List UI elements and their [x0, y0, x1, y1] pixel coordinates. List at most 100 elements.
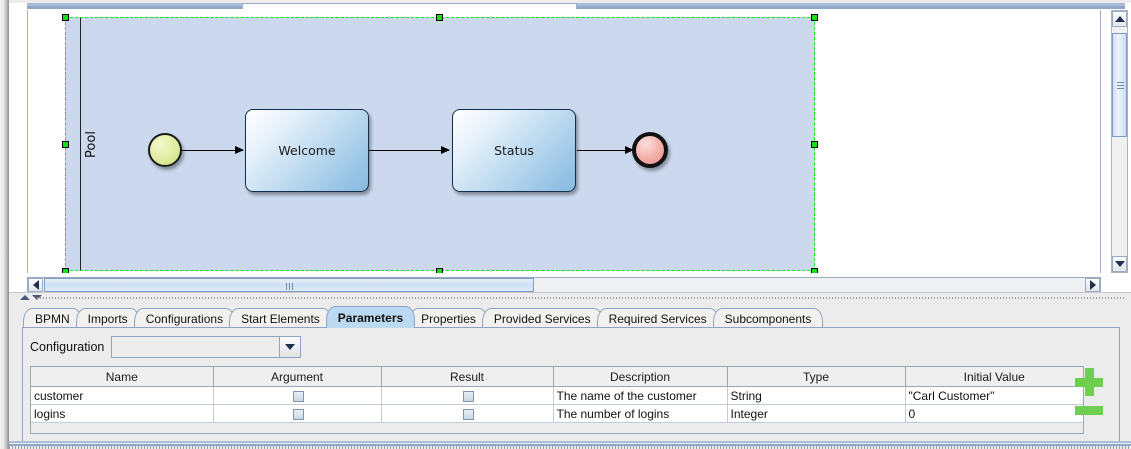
tab-parameters[interactable]: Parameters — [325, 306, 416, 328]
scroll-up-button[interactable] — [1112, 11, 1127, 27]
tab-bpmn[interactable]: BPMN — [23, 308, 82, 328]
properties-tabstrip[interactable]: BPMN Imports Configurations Start Elemen… — [23, 306, 824, 328]
selection-handle-top-right[interactable] — [811, 14, 818, 21]
task-welcome-label: Welcome — [278, 143, 336, 158]
tab-required-services[interactable]: Required Services — [596, 308, 719, 328]
window-left-gutter — [0, 0, 9, 449]
scroll-left-button[interactable] — [28, 278, 43, 292]
selection-handle-bottom-center[interactable] — [436, 268, 443, 273]
properties-panel: BPMN Imports Configurations Start Elemen… — [9, 301, 1131, 449]
sequence-flow-start-to-welcome[interactable] — [176, 146, 244, 154]
panel-bottom-edge-lower — [9, 444, 1131, 446]
chevron-down-icon[interactable] — [279, 337, 301, 357]
parameters-table-wrapper[interactable]: Name Argument Result Description Type In… — [30, 366, 1084, 434]
selection-handle-top-left[interactable] — [62, 14, 69, 21]
table-header-row: Name Argument Result Description Type In… — [31, 367, 1083, 387]
scroll-down-button[interactable] — [1112, 256, 1127, 272]
canvas-vertical-scrollbar[interactable] — [1111, 10, 1128, 273]
cell-description[interactable]: The name of the customer — [553, 386, 728, 405]
panel-bottom-edge-upper — [9, 441, 1131, 443]
cell-type[interactable]: String — [727, 386, 906, 405]
window-bottom-grip — [9, 446, 1131, 449]
end-event[interactable] — [632, 132, 668, 168]
configuration-row: Configuration — [30, 336, 302, 358]
scroll-right-button[interactable] — [1085, 278, 1100, 292]
tab-label: Provided Services — [493, 311, 591, 326]
checkbox-icon[interactable] — [293, 390, 304, 402]
column-header-initial-value[interactable]: Initial Value — [905, 367, 1083, 387]
start-event[interactable] — [148, 133, 182, 167]
selection-handle-middle-left[interactable] — [62, 141, 69, 148]
triangle-down-glyph — [285, 344, 296, 350]
tab-properties[interactable]: Properties — [409, 308, 488, 328]
tab-label: Parameters — [337, 310, 404, 325]
pool-lane-divider — [80, 17, 81, 271]
bpmn-editor-panel: Pool Welcome Status — [9, 3, 1131, 293]
selection-handle-bottom-left[interactable] — [62, 268, 69, 273]
tab-subcomponents[interactable]: Subcomponents — [712, 308, 824, 328]
column-header-type[interactable]: Type — [727, 367, 906, 387]
checkbox-icon[interactable] — [463, 390, 474, 402]
tab-label: BPMN — [35, 311, 70, 326]
canvas-horizontal-scrollbar[interactable] — [27, 277, 1101, 293]
table-row[interactable]: customer The name of the customer String… — [31, 386, 1083, 405]
sequence-flow-welcome-to-status[interactable] — [369, 146, 450, 154]
collapse-up-icon[interactable] — [20, 295, 30, 300]
tab-label: Subcomponents — [724, 311, 812, 326]
configuration-combobox[interactable] — [111, 336, 302, 358]
column-header-description[interactable]: Description — [553, 367, 728, 387]
tab-imports[interactable]: Imports — [75, 308, 140, 328]
task-welcome[interactable]: Welcome — [245, 109, 369, 192]
pool-label-text: Pool — [83, 130, 99, 158]
tab-label: Imports — [87, 311, 128, 326]
selection-handle-middle-right[interactable] — [811, 141, 818, 148]
selection-handle-bottom-right[interactable] — [811, 268, 818, 273]
tab-label: Properties — [421, 311, 476, 326]
column-header-argument[interactable]: Argument — [213, 367, 382, 387]
cell-type[interactable]: Integer — [727, 404, 906, 423]
vertical-scroll-thumb[interactable] — [1112, 33, 1127, 137]
cell-result-checkbox[interactable] — [381, 404, 554, 423]
column-header-name[interactable]: Name — [31, 367, 214, 387]
task-status[interactable]: Status — [452, 109, 576, 192]
cell-description[interactable]: The number of logins — [553, 404, 728, 423]
split-pane-divider[interactable] — [9, 292, 1131, 302]
column-header-result[interactable]: Result — [381, 367, 554, 387]
bpmn-pool[interactable] — [65, 17, 815, 271]
cell-name[interactable]: logins — [31, 404, 214, 423]
table-row[interactable]: logins The number of logins Integer 0 — [31, 404, 1083, 423]
sequence-flow-status-to-end[interactable] — [577, 146, 634, 154]
tab-configurations[interactable]: Configurations — [133, 308, 236, 328]
tab-label: Required Services — [608, 311, 707, 326]
cell-result-checkbox[interactable] — [381, 386, 554, 405]
triangle-left-icon — [32, 280, 39, 290]
tab-label: Configurations — [145, 311, 224, 326]
editor-tab-stub[interactable] — [242, 3, 577, 9]
checkbox-icon[interactable] — [463, 408, 474, 420]
tab-label: Start Elements — [241, 311, 320, 326]
parameters-table: Name Argument Result Description Type In… — [31, 367, 1083, 433]
triangle-right-icon — [1089, 280, 1096, 290]
parameters-tab-content: Configuration Name — [22, 327, 1120, 443]
task-status-label: Status — [494, 143, 534, 158]
remove-parameter-button[interactable] — [1075, 406, 1103, 415]
cell-argument-checkbox[interactable] — [213, 404, 382, 423]
plus-icon-vertical — [1085, 368, 1094, 396]
horizontal-scroll-thumb[interactable] — [44, 278, 534, 292]
tab-provided-services[interactable]: Provided Services — [481, 308, 603, 328]
pool-label: Pool — [65, 17, 117, 271]
grip-icon — [1117, 82, 1124, 89]
cell-initial-value[interactable]: 0 — [905, 404, 1083, 423]
cell-argument-checkbox[interactable] — [213, 386, 382, 405]
grip-icon — [286, 283, 293, 290]
checkbox-icon[interactable] — [293, 408, 304, 420]
selection-handle-top-center[interactable] — [436, 14, 443, 21]
add-parameter-button[interactable] — [1075, 368, 1103, 396]
triangle-up-icon — [1114, 16, 1125, 22]
tab-start-elements[interactable]: Start Elements — [229, 308, 332, 328]
cell-name[interactable]: customer — [31, 386, 214, 405]
bpmn-canvas[interactable]: Pool Welcome Status — [27, 10, 1101, 273]
cell-initial-value[interactable]: "Carl Customer" — [905, 386, 1083, 405]
divider-grip — [37, 297, 1125, 299]
